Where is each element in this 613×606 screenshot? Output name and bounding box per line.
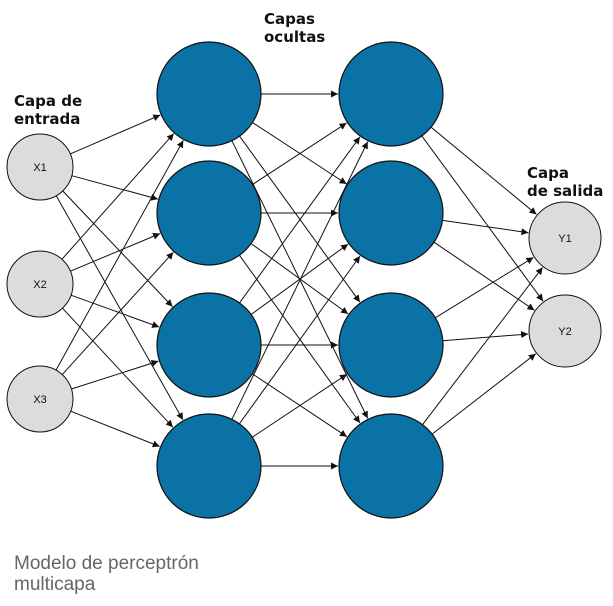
connection-arrow: [433, 241, 535, 311]
connection-arrow: [252, 373, 348, 438]
connection-arrow: [252, 122, 347, 185]
input-node-3-label: X3: [33, 394, 46, 406]
caption: Modelo de perceptrón multicapa: [14, 553, 199, 595]
connection-arrow: [70, 232, 161, 272]
input-node-2-label: X2: [33, 279, 46, 291]
connection-arrow: [239, 136, 361, 304]
hidden-node-l1-1-circle: [156, 41, 262, 147]
input-node-2-circle: [6, 250, 74, 318]
output-layer-label-line1: Capa: [527, 164, 569, 182]
connection-arrow: [55, 140, 184, 371]
connection-arrow: [61, 251, 174, 375]
input-node-1-circle: [6, 133, 74, 201]
hidden-layers-label: Capas ocultas: [264, 10, 325, 46]
caption-line2: multicapa: [14, 574, 96, 595]
hidden-node-l2-1-circle: [338, 41, 444, 147]
output-node-2-label: Y2: [558, 326, 571, 338]
connection-arrow: [430, 126, 537, 215]
hidden-node-l1-4: [156, 413, 262, 519]
connection-arrow: [62, 190, 173, 307]
output-layer-label: Capa de salida: [527, 164, 603, 200]
hidden-node-l2-3-circle: [338, 292, 444, 398]
connection-arrow: [71, 359, 159, 390]
caption-line1: Modelo de perceptrón: [14, 553, 199, 574]
connection-arrow: [61, 133, 175, 260]
connection-arrow: [70, 294, 160, 328]
hidden-node-l2-2-circle: [338, 160, 444, 266]
hidden-node-l1-3-circle: [156, 292, 262, 398]
hidden-layers-label-line1: Capas: [264, 10, 315, 28]
connection-arrow: [55, 195, 184, 421]
connection-arrow: [250, 243, 349, 315]
output-node-1-label: Y1: [558, 233, 571, 245]
hidden-node-l2-3: [338, 292, 444, 398]
connection-arrow: [70, 410, 160, 448]
connection-arrow: [238, 255, 361, 425]
input-node-3-circle: [6, 365, 74, 433]
output-node-1-circle: [528, 201, 602, 275]
connection-arrow: [431, 353, 537, 435]
input-node-1-label: X1: [33, 162, 46, 174]
connections: [55, 90, 544, 470]
connection-arrow: [70, 114, 161, 155]
input-layer-label: Capa de entrada: [14, 92, 82, 128]
hidden-node-l1-4-circle: [156, 413, 262, 519]
hidden-node-l2-2: [338, 160, 444, 266]
hidden-node-l1-1: [156, 41, 262, 147]
output-node-2-circle: [528, 294, 602, 368]
input-node-1: X1: [6, 133, 74, 201]
hidden-node-l1-2-circle: [156, 160, 262, 266]
input-node-2: X2: [6, 250, 74, 318]
connection-arrow: [422, 267, 543, 426]
connection-arrow: [421, 135, 544, 302]
input-layer-label-line1: Capa de: [14, 92, 83, 110]
connection-arrow: [62, 307, 174, 428]
connection-arrow: [71, 175, 159, 201]
connection-arrow: [442, 331, 529, 342]
connection-arrow: [442, 219, 529, 236]
hidden-node-l1-2: [156, 160, 262, 266]
output-node-1: Y1: [528, 201, 602, 275]
hidden-node-l2-4-circle: [338, 413, 444, 519]
input-layer-label-line2: entrada: [14, 110, 81, 128]
input-node-3: X3: [6, 365, 74, 433]
output-node-2: Y2: [528, 294, 602, 368]
hidden-node-l1-3: [156, 292, 262, 398]
hidden-node-l2-4: [338, 413, 444, 519]
connection-arrow: [435, 256, 534, 319]
output-layer-label-line2: de salida: [527, 182, 604, 200]
hidden-layers-label-line2: ocultas: [264, 28, 326, 46]
hidden-node-l2-1: [338, 41, 444, 147]
